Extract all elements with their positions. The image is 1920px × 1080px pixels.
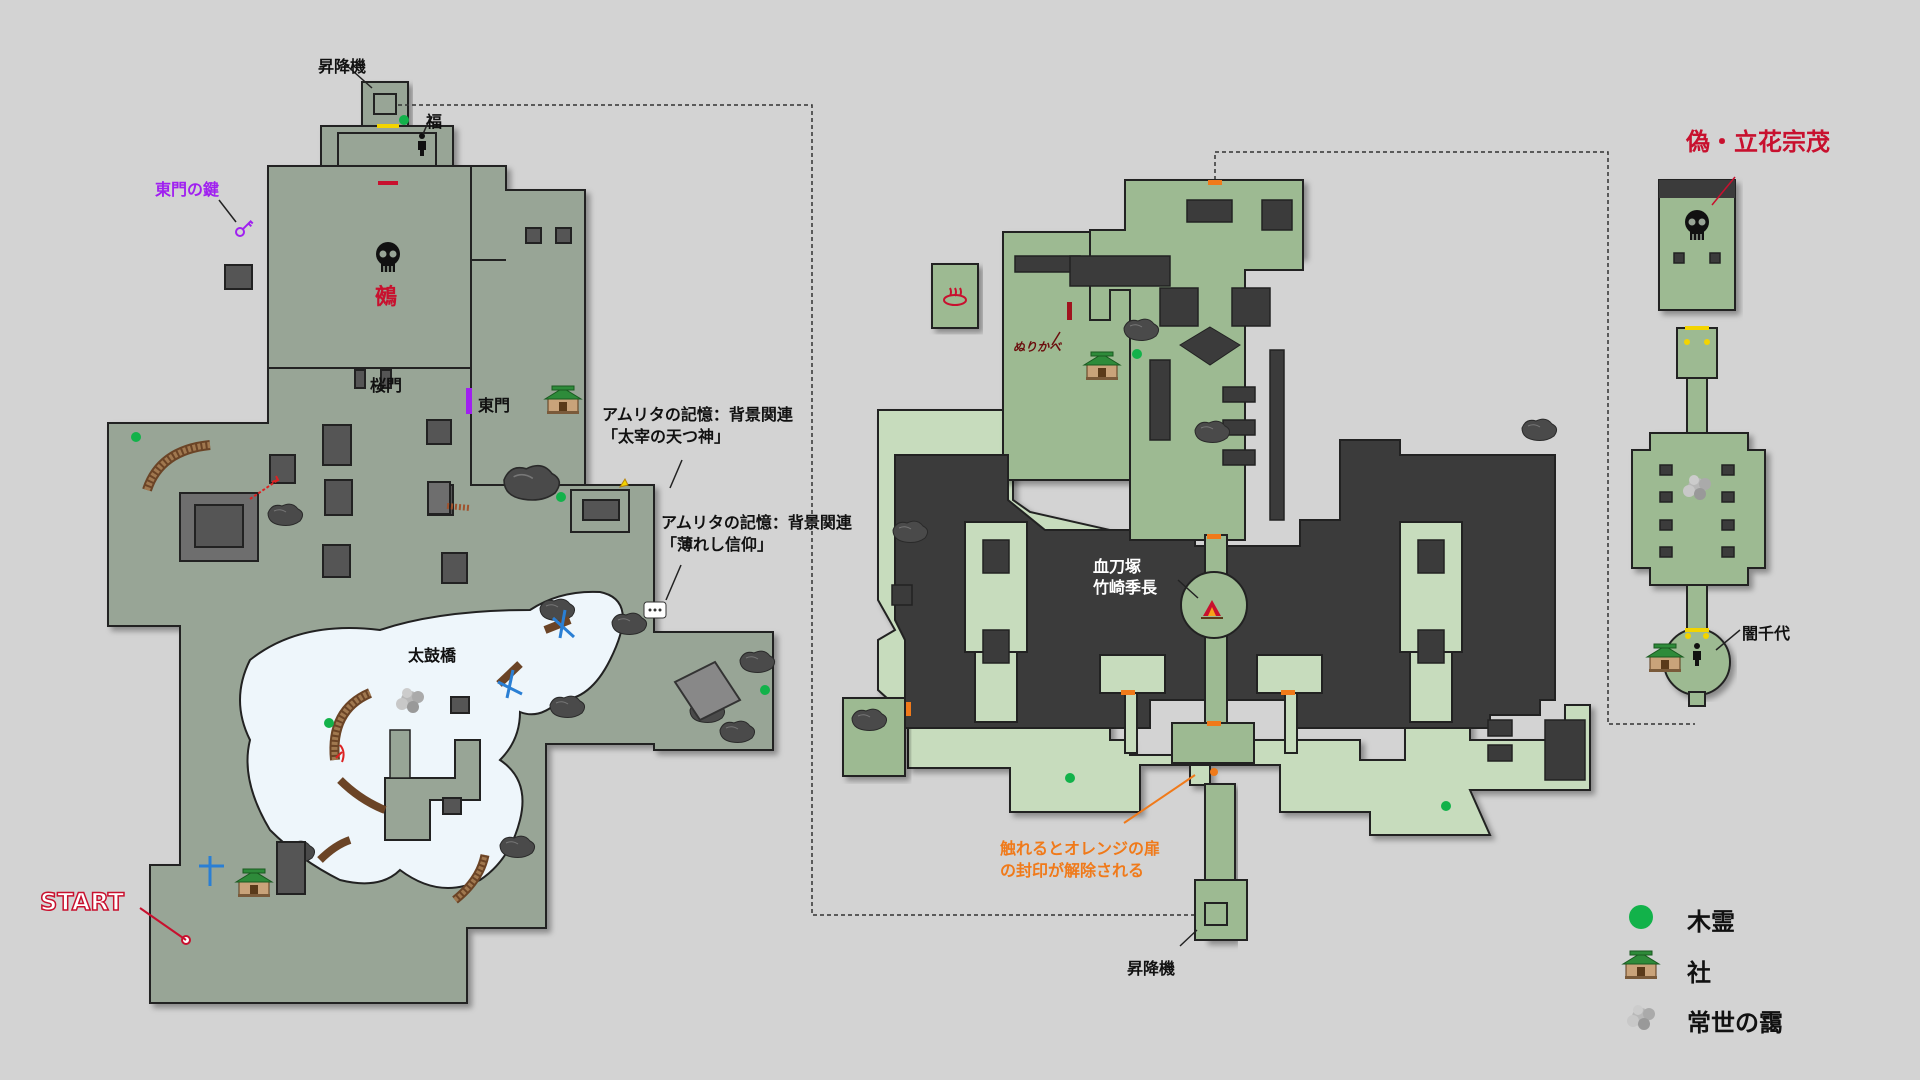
start-label: START [39,887,125,917]
memory2-name: 「薄れし信仰」 [661,535,774,554]
east-gate-door [466,388,472,414]
elevator-bottom-label: 昇降機 [1127,959,1176,978]
blood-blade-bonfire-icon[interactable] [1201,600,1223,619]
memory1-title: アムリタの記憶：背景関連 [602,405,793,424]
blood-blade-label: 血刀塚 竹崎季長 [1093,556,1157,598]
kodama-dot-icon[interactable] [1065,773,1075,783]
memory1-name: 「太宰の天つ神」 [602,427,731,446]
orange-door [1208,180,1222,185]
kodama-dot-icon[interactable] [556,492,566,502]
nurikabe-label: ぬりかべ [1013,340,1062,354]
blood-blade-line1: 血刀塚 [1093,557,1142,576]
arrow-marker [249,479,279,500]
yellow-door [1685,628,1709,632]
orange-note-line1: 触れるとオレンジの扉 [1000,839,1161,858]
sakura-gate-label: 桜門 [370,376,403,395]
kodama-dot-icon[interactable] [399,115,409,125]
legend-shrine-icon [1622,950,1660,980]
orange-door [1121,690,1135,695]
boss-nue-label: 鵺 [375,285,398,310]
orange-note-line2: の封印が解除される [1000,861,1145,880]
orange-switch-icon[interactable] [1210,768,1218,776]
elevator-top-label: 昇降機 [318,57,367,76]
kodama-dot-icon[interactable] [131,432,141,442]
center-map-area [842,179,1591,941]
orange-door [1207,534,1221,539]
connector-line [1214,151,1695,725]
door-red [378,181,398,185]
east-gate-label: 東門 [478,396,511,415]
taiko-bridge-label: 太鼓橋 [408,646,457,665]
nurikabe-wall[interactable] [1067,302,1072,320]
memory1-label: アムリタの記憶：背景関連 「太宰の天つ神」 [602,404,793,448]
left-map-area [107,81,776,1004]
blood-blade-line2: 竹崎季長 [1093,578,1158,597]
npc-person-icon[interactable] [1693,643,1701,666]
legend-mist-icon [1627,1005,1655,1030]
connector-line [398,104,1215,916]
key-icon[interactable] [234,218,254,238]
legend-kodama-icon [1629,905,1653,929]
legend-mist-label: 常世の靄 [1687,1009,1783,1037]
orange-door [1281,690,1295,695]
npc-person-icon[interactable] [418,133,426,156]
boss-fake-label: 偽・立花宗茂 [1686,127,1830,156]
blue-crossing-icon[interactable] [199,609,576,886]
legend-shrine-label: 社 [1687,959,1711,987]
orange-door [1207,721,1221,726]
kodama-dot-icon[interactable] [1132,349,1142,359]
orange-door [906,702,911,716]
memory2-title: アムリタの記憶：背景関連 [661,513,852,532]
yami-chiyo-label: 闇千代 [1742,624,1791,643]
hot-spring-icon[interactable] [943,287,967,306]
elevator-door-yellow [377,124,399,128]
memory2-label: アムリタの記憶：背景関連 「薄れし信仰」 [661,512,852,556]
kodama-dot-icon[interactable] [1441,801,1451,811]
right-map-area [1631,179,1766,707]
arrow-marker [335,744,345,763]
memory-flame-icon[interactable] [618,477,629,488]
orange-note-label: 触れるとオレンジの扉 の封印が解除される [1000,838,1160,882]
east-gate-key-label: 東門の鍵 [155,180,220,199]
kodama-dot-icon[interactable] [760,685,770,695]
legend-kodama-label: 木霊 [1687,908,1735,936]
memory-chat-icon[interactable] [643,601,667,619]
kodama-dot-icon[interactable] [324,718,334,728]
yellow-door [1685,326,1709,330]
fuku-label: 福 [426,112,443,131]
